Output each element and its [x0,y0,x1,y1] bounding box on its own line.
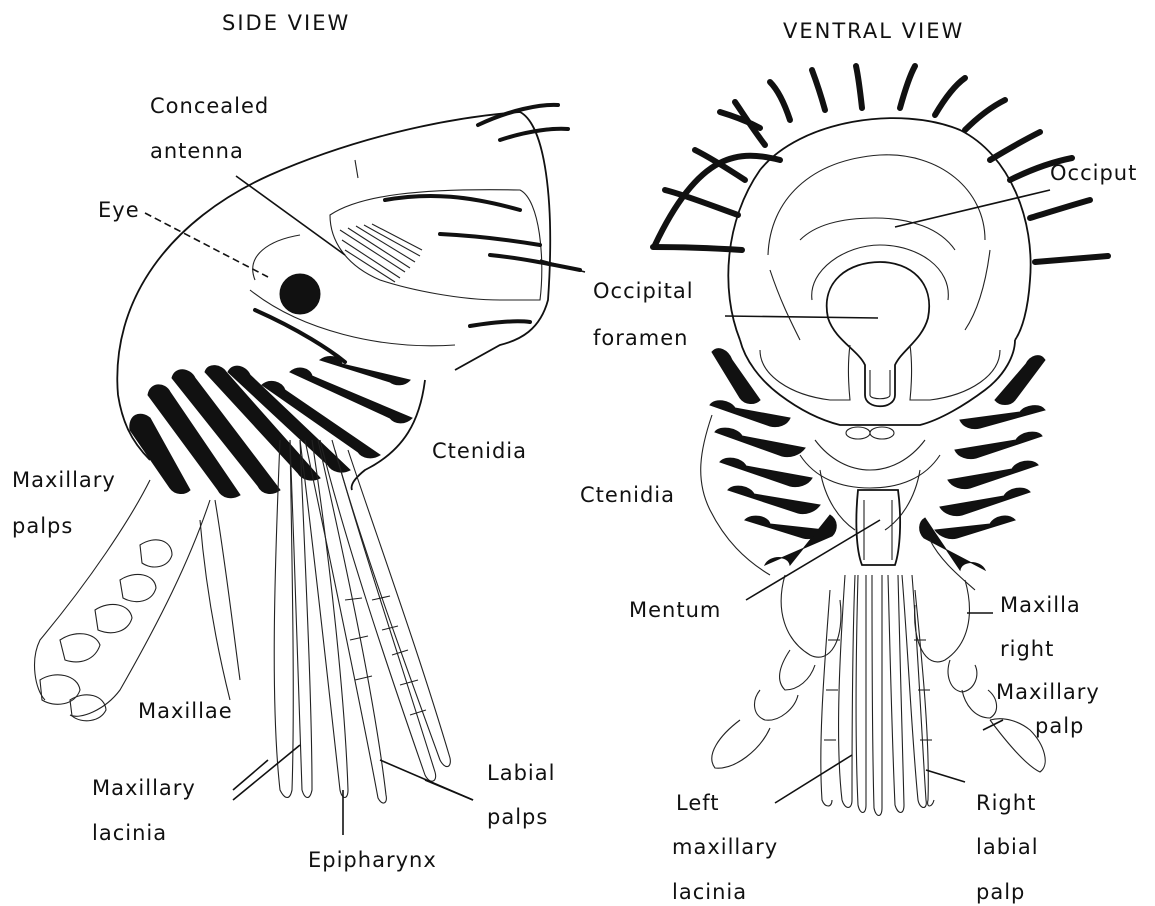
label-side-ctenidia: Ctenidia [432,439,527,463]
side-view-title: SIDE VIEW [222,11,350,35]
label-left-lacinia-line1: Left [676,791,720,815]
label-maxillae: Maxillae [138,699,233,723]
label-eye: Eye [98,198,140,222]
side-view: SIDE VIEW [12,11,694,872]
label-maxillary-palp-line2: palp [1035,714,1084,738]
ventral-bristles [653,66,1108,262]
label-occiput: Occiput [1050,161,1137,185]
ventral-view: VENTRAL VIEW [580,19,1137,904]
side-dorsal-setae [255,105,580,362]
ventral-head-capsule [728,118,1030,340]
label-concealed-antenna-line1: Concealed [150,94,269,118]
side-ctenidia [130,357,412,498]
label-occipital-line1: Occipital [593,279,694,303]
label-left-lacinia-line2: maxillary [672,835,778,859]
ventral-ctenidia-left [701,349,837,575]
label-maxilla-line2: right [1000,637,1054,661]
concealed-antenna-hatching [340,224,422,282]
label-right-labial-line2: labial [976,835,1039,859]
label-maxillary-lacinia-line2: lacinia [92,821,167,845]
label-mentum: Mentum [629,598,721,622]
label-left-lacinia-line3: lacinia [672,880,747,904]
label-maxillary-palp-line1: Maxillary [996,680,1100,704]
label-right-labial-line3: palp [976,880,1025,904]
ventral-ctenidia-right [920,356,1045,590]
label-ventral-ctenidia: Ctenidia [580,483,675,507]
mentum [856,490,900,565]
label-epipharynx: Epipharynx [308,848,437,872]
label-concealed-antenna-line2: antenna [150,139,244,163]
occipital-foramen [812,245,949,406]
label-maxillary-palps-line2: palps [12,514,73,538]
label-labial-palps-line2: palps [487,805,548,829]
side-leader-lines [145,176,585,835]
label-labial-palps-line1: Labial [487,761,555,785]
ventral-view-title: VENTRAL VIEW [783,19,964,43]
eye-icon [280,274,320,314]
ventral-maxillae [712,575,1045,772]
label-occipital-line2: foramen [593,326,688,350]
label-maxillary-lacinia-line1: Maxillary [92,776,196,800]
label-right-labial-line1: Right [976,791,1036,815]
label-maxillary-palps-line1: Maxillary [12,468,116,492]
ventral-lacinia-bundle [821,575,934,816]
label-maxilla-line1: Maxilla [1000,593,1081,617]
